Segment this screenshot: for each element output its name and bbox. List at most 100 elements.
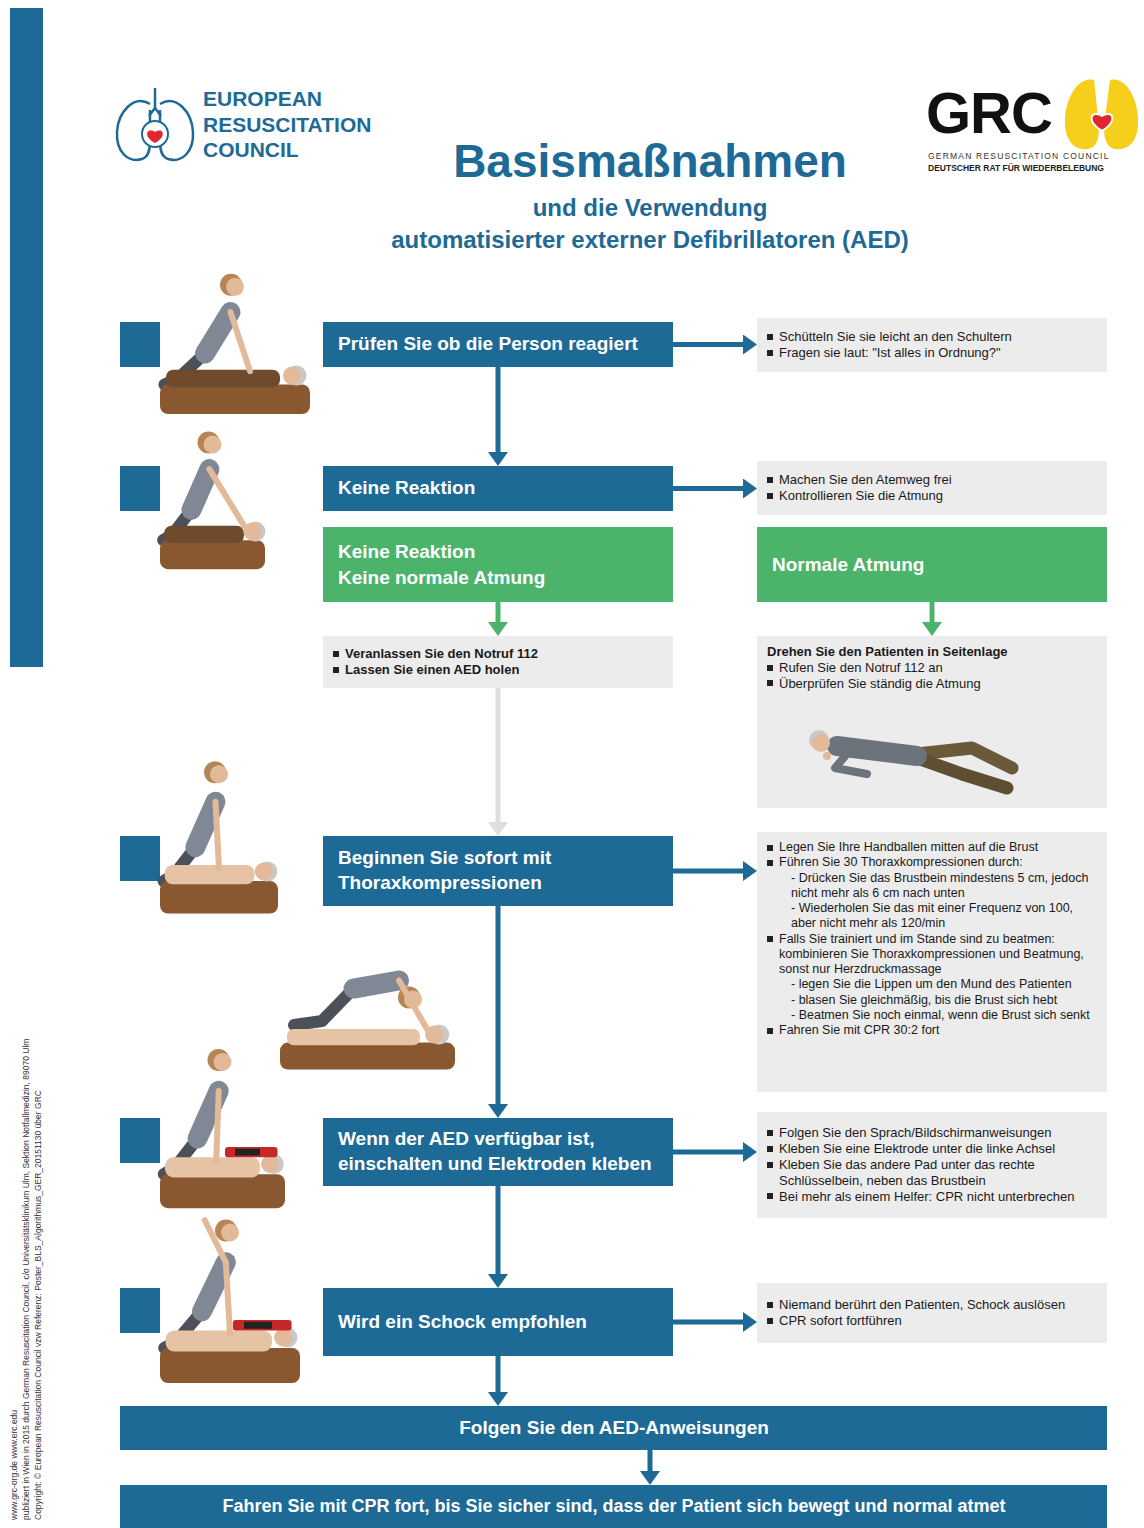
logo-text: EUROPEAN RESUSCITATION COUNCIL [203, 86, 388, 163]
patient-head [283, 367, 301, 385]
info-box: Legen Sie Ihre Handballen mitten auf die… [757, 832, 1107, 1092]
instruction-item: Fragen sie laut: "Ist alles in Ordnung?" [767, 345, 1097, 361]
rescuer-arm [231, 312, 251, 371]
patient-body [164, 526, 244, 543]
rescue-photo [160, 761, 278, 913]
instruction-item: CPR sofort fortführen [767, 1313, 1097, 1329]
side-note-line: www.grc-org.de www.erc.edu [8, 860, 20, 1520]
instruction-item: Rufen Sie den Notruf 112 an [767, 660, 1097, 676]
box-label: Keine normale Atmung [338, 565, 659, 591]
flow-arrow [673, 486, 743, 491]
step-marker [120, 322, 160, 367]
action-band: Fahren Sie mit CPR fort, bis Sie sicher … [120, 1485, 1107, 1528]
rescuer-arm [215, 802, 219, 868]
cushion [160, 881, 278, 913]
action-box: Beginnen Sie sofort mit Thoraxkompressio… [323, 836, 673, 906]
rescuer-arm [216, 1091, 219, 1161]
instruction-item: Führen Sie 30 Thoraxkompressionen durch: [767, 855, 1097, 870]
box-label: Fahren Sie mit CPR fort, bis Sie sicher … [135, 1495, 1093, 1518]
rescuer-torso [205, 312, 231, 353]
instruction-item: Legen Sie Ihre Handballen mitten auf die… [767, 840, 1097, 855]
instruction-item: - Wiederholen Sie das mit einer Frequenz… [767, 901, 1097, 932]
rescue-photo [160, 1049, 285, 1208]
aed-device [225, 1147, 278, 1157]
logo-subtext: GERMAN RESUSCITATION COUNCIL [928, 151, 1110, 161]
rescue-photo [160, 432, 266, 570]
info-box: Veranlassen Sie den Notruf 112Lassen Sie… [323, 636, 673, 688]
cushion [160, 1348, 300, 1383]
action-box: Wenn der AED verfügbar ist, einschalten … [323, 1118, 673, 1186]
rescue-photo [280, 981, 455, 1070]
rescuer-arm [399, 981, 427, 1030]
info-box: Schütteln Sie sie leicht an den Schulter… [757, 318, 1107, 372]
rescuer-head [221, 1224, 239, 1242]
side-bar [10, 8, 43, 667]
flow-arrow [648, 1450, 653, 1471]
flow-arrow [496, 367, 501, 452]
leg [917, 758, 1007, 788]
side-note-line: publiziert in Wien in 2015 durch German … [20, 860, 32, 1520]
rescuer-head [204, 436, 222, 454]
rescuer-head [214, 1053, 232, 1071]
rescuer-torso [192, 469, 210, 510]
hand [823, 752, 831, 760]
rescuer-arm [209, 469, 244, 526]
box-label: Keine Reaktion [338, 476, 659, 501]
cushion [160, 384, 310, 414]
flow-arrow [496, 1356, 501, 1392]
rescuer-head [210, 765, 228, 783]
instruction-item: - Drücken Sie das Brustbein mindestens 5… [767, 871, 1097, 902]
aed-panel [244, 1322, 272, 1329]
info-box: Folgen Sie den Sprach/Bildschirmanweisun… [757, 1112, 1107, 1218]
instruction-item: - Beatmen Sie noch einmal, wenn die Brus… [767, 1008, 1097, 1023]
side-note-line: Copyright: © European Resuscitation Coun… [32, 860, 44, 1520]
box-heading: Drehen Sie den Patienten in Seitenlage [767, 644, 1097, 660]
arm [835, 748, 867, 774]
instruction-item: - blasen Sie gleichmäßig, bis die Brust … [767, 993, 1097, 1008]
box-label: Normale Atmung [772, 552, 1093, 578]
step-marker [120, 1118, 160, 1163]
patient-body [165, 1157, 260, 1177]
patient-head [274, 1329, 292, 1347]
box-label: Wird ein Schock empfohlen [338, 1310, 659, 1335]
flow-arrow [930, 602, 935, 622]
head [812, 734, 830, 752]
heart-ring [142, 121, 168, 147]
box-label: Folgen Sie den AED-Anweisungen [135, 1416, 1093, 1441]
poster-title: Basismaßnahmen [350, 136, 950, 187]
condition-box: Keine ReaktionKeine normale Atmung [323, 527, 673, 602]
patient-body [166, 1331, 272, 1352]
rescue-photo [160, 274, 310, 414]
rescuer-torso [202, 1262, 226, 1311]
instruction-item: Falls Sie trainiert und im Stande sind z… [767, 932, 1097, 978]
heart [1092, 114, 1113, 131]
trachea [149, 88, 161, 116]
info-box: Drehen Sie den Patienten in SeitenlageRu… [757, 636, 1107, 808]
patient-head [261, 1155, 279, 1173]
instruction-item: Veranlassen Sie den Notruf 112 [333, 646, 663, 662]
instruction-item: Kontrollieren Sie die Atmung [767, 488, 1097, 504]
rescuer-arm [226, 1262, 230, 1334]
patient-head [255, 862, 273, 880]
box-label: Beginnen Sie sofort mit Thoraxkompressio… [338, 846, 659, 895]
rescuer-leg [294, 989, 354, 1025]
patient-body [166, 370, 280, 388]
info-box: Niemand berührt den Patienten, Schock au… [757, 1283, 1107, 1343]
box-label: Prüfen Sie ob die Person reagiert [338, 332, 659, 357]
instruction-item: Kleben Sie eine Elektrode unter die link… [767, 1141, 1097, 1157]
rescuer-arm [205, 1220, 226, 1262]
instruction-item: Folgen Sie den Sprach/Bildschirmanweisun… [767, 1125, 1097, 1141]
subtitle: und die Verwendung [300, 194, 1000, 223]
action-box: Keine Reaktion [323, 466, 673, 511]
patient-body [287, 1029, 420, 1045]
action-band: Folgen Sie den AED-Anweisungen [120, 1406, 1107, 1450]
action-box: Prüfen Sie ob die Person reagiert [323, 322, 673, 367]
flow-arrow [673, 1320, 743, 1325]
aed-device [233, 1320, 292, 1331]
logo-subtext: DEUTSCHER RAT FÜR WIEDERBELEBUNG [928, 163, 1104, 173]
flow-arrow [496, 906, 501, 1104]
step-marker [120, 466, 160, 511]
heart [147, 130, 163, 143]
step-marker [120, 836, 160, 881]
